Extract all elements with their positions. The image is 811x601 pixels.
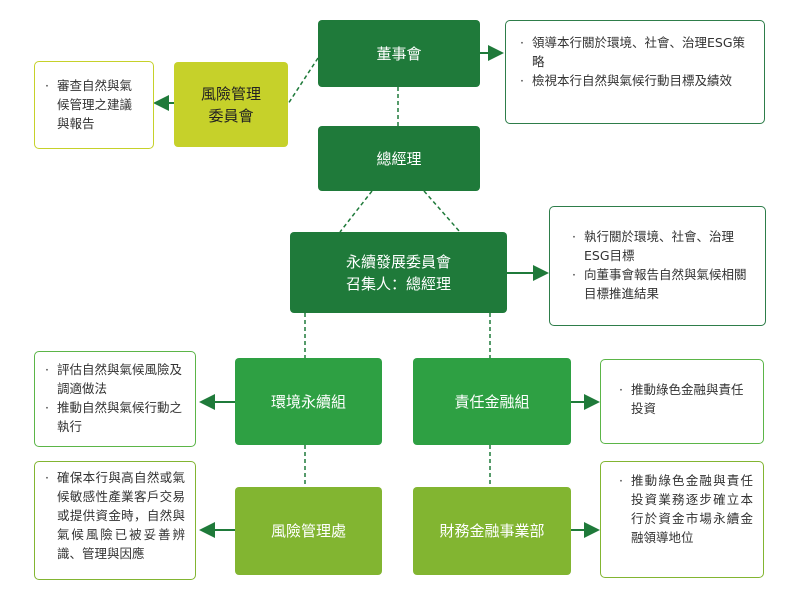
esg-committee-label-2: 召集人：總經理 <box>345 274 451 293</box>
risk-dept-node: 風險管理處 <box>235 487 382 575</box>
risk-dept-label: 風險管理處 <box>270 522 346 540</box>
esg-committee-node: 永續發展委員會 召集人：總經理 <box>290 232 507 313</box>
env-group-note-item: 評估自然與氣候風險及調適做法 <box>45 360 185 398</box>
finance-dept-node: 財務金融事業部 <box>413 487 571 575</box>
board-note: 領導本行關於環境、社會、治理ESG策略 檢視本行自然與氣候行動目標及績效 <box>505 20 765 124</box>
link-board-risk <box>287 57 319 105</box>
env-group-label: 環境永續組 <box>270 392 346 411</box>
board-node: 董事會 <box>318 20 480 87</box>
resp-finance-group-node: 責任金融組 <box>413 358 571 445</box>
risk-committee-label-2: 委員會 <box>208 106 254 125</box>
link-gm-esg-right <box>423 190 461 233</box>
risk-committee-note: 審查自然與氣候管理之建議與報告 <box>34 61 154 149</box>
resp-finance-group-note: 推動綠色金融與責任投資 <box>600 359 764 444</box>
risk-committee-label-1: 風險管理 <box>200 84 261 103</box>
finance-dept-label: 財務金融事業部 <box>439 522 545 540</box>
esg-committee-note: 執行關於環境、社會、治理ESG目標 向董事會報告自然與氣候相關目標推進結果 <box>549 206 766 326</box>
finance-dept-note-item: 推動綠色金融與責任投資業務逐步確立本行於資金市場永續金融領導地位 <box>619 471 753 547</box>
risk-committee-note-item: 審查自然與氣候管理之建議與報告 <box>45 76 143 133</box>
resp-finance-group-note-item: 推動綠色金融與責任投資 <box>619 380 753 418</box>
gm-node: 總經理 <box>318 126 480 191</box>
risk-committee-node: 風險管理 委員會 <box>174 62 288 147</box>
esg-committee-note-item: 執行關於環境、社會、治理ESG目標 <box>572 227 755 265</box>
link-gm-esg-left <box>339 190 373 233</box>
gm-label: 總經理 <box>376 149 422 168</box>
risk-dept-note-item: 確保本行與高自然或氣候敏感性產業客戶交易或提供資金時，自然與氣候風險已被妥善辨識… <box>45 468 185 563</box>
env-group-note-item: 推動自然與氣候行動之執行 <box>45 398 185 436</box>
esg-committee-label-1: 永續發展委員會 <box>345 252 451 271</box>
esg-committee-note-item: 向董事會報告自然與氣候相關目標推進結果 <box>572 265 755 303</box>
env-group-note: 評估自然與氣候風險及調適做法 推動自然與氣候行動之執行 <box>34 351 196 447</box>
board-label: 董事會 <box>376 44 422 63</box>
board-note-item: 領導本行關於環境、社會、治理ESG策略 <box>520 33 754 71</box>
risk-dept-note: 確保本行與高自然或氣候敏感性產業客戶交易或提供資金時，自然與氣候風險已被妥善辨識… <box>34 461 196 580</box>
board-note-item: 檢視本行自然與氣候行動目標及績效 <box>520 71 754 90</box>
env-group-node: 環境永續組 <box>235 358 382 445</box>
finance-dept-note: 推動綠色金融與責任投資業務逐步確立本行於資金市場永續金融領導地位 <box>600 461 764 578</box>
resp-finance-group-label: 責任金融組 <box>454 392 530 411</box>
